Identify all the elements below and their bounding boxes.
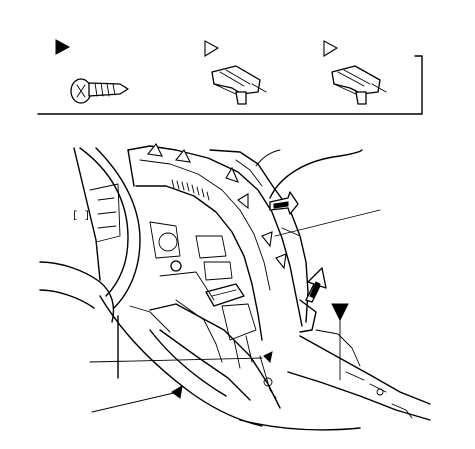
screw-icon [70, 78, 129, 104]
leader-line [89, 357, 263, 363]
dashboard-illustration: [ ] [39, 142, 431, 431]
clip-icon [331, 65, 387, 105]
hollow-triangle-marker-icon [204, 40, 220, 57]
legend-frame [37, 55, 423, 115]
small-bracket-mark: [ ] [72, 210, 90, 222]
parts-legend [37, 39, 423, 115]
clip-icon [211, 65, 267, 105]
solid-triangle-marker-icon [55, 39, 71, 55]
hollow-triangle-marker-icon [323, 40, 339, 57]
callout-lines [89, 209, 381, 413]
clip-pointer-icon [331, 303, 349, 322]
dash-panel-outer [127, 145, 303, 327]
steering-wheel [79, 147, 129, 297]
leader-line [274, 209, 381, 237]
leader-line [91, 391, 179, 413]
